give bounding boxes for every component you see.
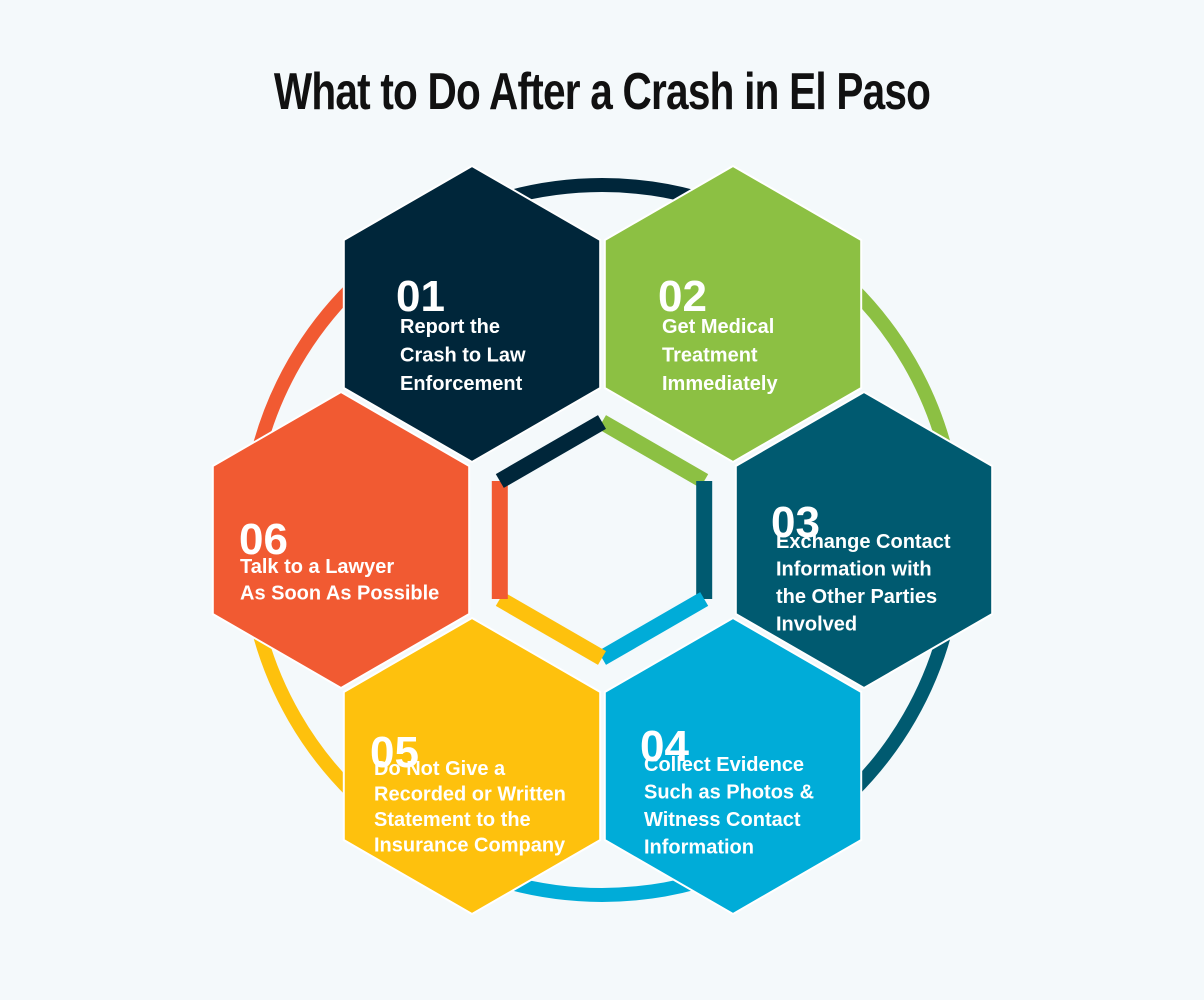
inner-hexagon xyxy=(491,415,713,665)
step-description-line: Treatment xyxy=(662,345,758,367)
inner-edge-3 xyxy=(598,592,709,665)
step-number: 01 xyxy=(396,272,445,321)
step-description-line: Information with xyxy=(776,559,932,581)
step-description-line: Statement to the xyxy=(374,809,531,831)
step-number: 06 xyxy=(239,515,288,564)
inner-edge-4 xyxy=(495,592,606,665)
step-description-line: Such as Photos & xyxy=(644,782,814,804)
step-number: 02 xyxy=(658,272,707,321)
inner-edge-6 xyxy=(495,415,606,488)
step-description-line: Enforcement xyxy=(400,373,523,395)
step-description-line: Collect Evidence xyxy=(644,754,804,776)
step-hexagon xyxy=(342,616,602,916)
step-description-line: Information xyxy=(644,837,754,859)
step-description-line: Immediately xyxy=(662,373,778,395)
step-description-line: Get Medical xyxy=(662,316,774,338)
step-number: 03 xyxy=(771,498,820,547)
step-description-line: Witness Contact xyxy=(644,809,801,831)
diagram-title: What to Do After a Crash in El Paso xyxy=(273,63,931,121)
step-description-line: Insurance Company xyxy=(374,835,566,857)
step-description-line: Do Not Give a xyxy=(374,758,506,780)
step-number: 04 xyxy=(640,722,689,771)
step-hexagon xyxy=(603,616,863,916)
step-description-line: Recorded or Written xyxy=(374,784,566,806)
step-description-line: Talk to a Lawyer xyxy=(240,556,394,578)
step-hexagon xyxy=(603,164,863,464)
step-description-line: As Soon As Possible xyxy=(240,583,439,605)
step-number: 05 xyxy=(370,728,419,777)
step-hexagon xyxy=(734,390,994,690)
step-description-line: the Other Parties xyxy=(776,586,937,608)
step-description-line: Crash to Law xyxy=(400,345,526,367)
step-description-line: Report the xyxy=(400,316,500,338)
step-description-line: Involved xyxy=(776,614,857,636)
inner-edge-1 xyxy=(598,415,709,488)
step-hexagon xyxy=(342,164,602,464)
step-description-line: Exchange Contact xyxy=(776,531,951,553)
step-hexagon xyxy=(211,390,471,690)
step-description: Talk to a Lawyer As Soon As Possible xyxy=(240,556,439,605)
